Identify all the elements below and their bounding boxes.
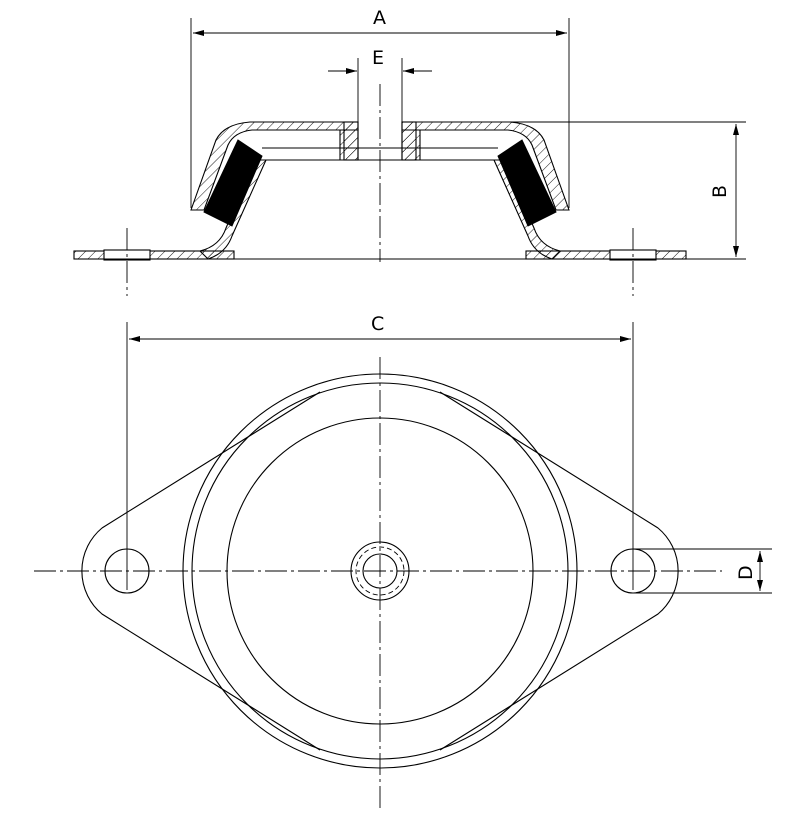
flange-outline (81, 391, 679, 751)
plan-view: C D (34, 313, 772, 810)
rubber-element-left (203, 139, 263, 227)
dim-e-label: E (372, 47, 384, 69)
dim-b-label: B (709, 185, 731, 198)
dim-a-label: A (373, 7, 386, 29)
center-bushing-right (401, 121, 417, 161)
rubber-element-right (497, 139, 557, 227)
section-view: A E B (73, 7, 746, 296)
dim-c-label: C (371, 313, 384, 335)
center-bushing-left (343, 121, 359, 161)
dim-d-label: D (735, 565, 757, 580)
